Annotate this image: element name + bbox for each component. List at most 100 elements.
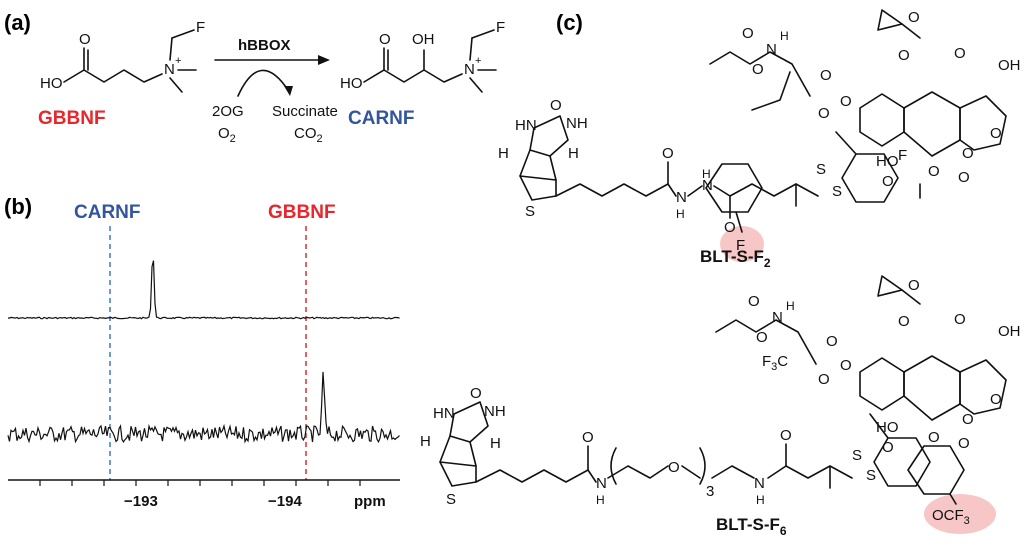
svg-text:HO: HO <box>340 75 363 92</box>
gbbnf-structure: HO O N + F <box>40 19 205 93</box>
top-fluorine: F <box>736 237 745 254</box>
svg-text:O: O <box>742 25 754 42</box>
svg-text:O: O <box>954 45 966 62</box>
carnf-structure: HO O OH N + F <box>340 19 505 93</box>
spectrum-label-carnf: CARNF <box>74 202 141 223</box>
svg-text:NH: NH <box>484 403 506 420</box>
svg-text:N: N <box>164 61 175 78</box>
svg-text:O: O <box>818 371 830 388</box>
ocf3-highlight <box>924 494 996 534</box>
svg-text:O2: O2 <box>218 125 236 145</box>
svg-text:F: F <box>898 147 907 164</box>
svg-text:S: S <box>816 161 826 178</box>
svg-text:O: O <box>898 313 910 330</box>
svg-text:O: O <box>962 145 974 162</box>
axis-unit-label: ppm <box>354 493 386 510</box>
svg-text:O: O <box>550 97 562 114</box>
svg-text:O: O <box>990 391 1002 408</box>
svg-text:O: O <box>748 293 760 310</box>
enzyme-label: hBBOX <box>238 37 291 54</box>
svg-text:HN: HN <box>433 405 455 422</box>
svg-text:OH: OH <box>998 323 1021 340</box>
svg-text:N: N <box>766 41 777 58</box>
svg-text:O: O <box>752 61 764 78</box>
tick-label: −194 <box>268 493 302 510</box>
svg-text:O: O <box>840 357 852 374</box>
svg-text:N: N <box>772 309 783 326</box>
svg-text:O: O <box>756 329 768 346</box>
cosubstrate-o2: O <box>218 125 230 142</box>
svg-text:OH: OH <box>412 31 435 48</box>
svg-text:H: H <box>780 29 789 43</box>
svg-text:O: O <box>882 439 894 456</box>
svg-text:O: O <box>882 173 894 190</box>
reaction-arrow: hBBOX 2OG O2 Succinate CO2 <box>212 37 338 145</box>
svg-text:O: O <box>990 125 1002 142</box>
svg-text:N: N <box>676 189 687 206</box>
svg-text:O: O <box>582 429 594 446</box>
svg-text:NH: NH <box>566 115 588 132</box>
ocf3-group: OCF3 <box>932 507 970 527</box>
blt-s-f2-structure: HN NH O H H S O N H N H O S S F O O O OH… <box>498 9 1021 254</box>
svg-text:O: O <box>826 333 838 350</box>
panel-label-a: (a) <box>4 10 31 35</box>
svg-text:O: O <box>954 311 966 328</box>
svg-text:O: O <box>820 67 832 84</box>
svg-text:F3C: F3C <box>762 353 788 373</box>
svg-text:HN: HN <box>515 117 537 134</box>
svg-text:O: O <box>724 219 736 236</box>
svg-text:O: O <box>958 169 970 186</box>
svg-text:CO2: CO2 <box>294 125 323 145</box>
spectrum-trace-bottom <box>7 371 400 444</box>
svg-text:S: S <box>832 183 842 200</box>
compound-label-bottom: BLT-S-F6 <box>716 515 787 538</box>
tick-label: −193 <box>124 493 158 510</box>
spectrum-axis: −193 −194 ppm <box>8 479 400 510</box>
svg-text:H: H <box>756 493 765 507</box>
svg-text:H: H <box>568 145 579 162</box>
svg-text:H: H <box>420 433 431 450</box>
fluorine-highlight <box>720 226 764 262</box>
svg-text:H: H <box>498 145 509 162</box>
svg-text:HO: HO <box>876 153 899 170</box>
svg-text:F: F <box>196 19 205 36</box>
svg-text:S: S <box>446 491 456 508</box>
compound-label-top: BLT-S-F2 <box>700 247 771 270</box>
svg-text:H: H <box>596 493 605 507</box>
panel-label-c: (c) <box>556 10 583 35</box>
peg-repeat-count: 3 <box>706 483 714 500</box>
svg-text:O: O <box>470 385 482 402</box>
svg-text:F: F <box>496 19 505 36</box>
product-label: CARNF <box>348 108 415 129</box>
svg-text:O: O <box>668 459 680 476</box>
coproduct-succinate: Succinate <box>272 103 338 120</box>
svg-text:HO: HO <box>876 419 899 436</box>
svg-text:O: O <box>840 93 852 110</box>
svg-text:N: N <box>754 475 765 492</box>
svg-text:S: S <box>852 447 862 464</box>
svg-text:O: O <box>928 163 940 180</box>
svg-text:S: S <box>525 203 535 220</box>
svg-text:O: O <box>79 31 91 48</box>
svg-text:HO: HO <box>40 75 63 92</box>
svg-text:H: H <box>786 299 795 313</box>
svg-text:H: H <box>676 207 685 221</box>
svg-text:H: H <box>490 435 501 452</box>
cosubstrate-2og: 2OG <box>212 103 244 120</box>
svg-text:+: + <box>475 55 481 67</box>
svg-text:O: O <box>379 31 391 48</box>
svg-text:H: H <box>702 167 711 181</box>
svg-text:S: S <box>866 467 876 484</box>
svg-text:+: + <box>175 55 181 67</box>
svg-text:O: O <box>908 277 920 294</box>
svg-text:O: O <box>962 411 974 428</box>
svg-text:OH: OH <box>998 57 1021 74</box>
svg-text:O: O <box>818 105 830 122</box>
spectrum-trace-top <box>7 260 400 320</box>
blt-s-f6-structure: HN NH O H H S O N H O 3 N H O S S O O <box>420 275 1021 527</box>
svg-text:O: O <box>958 435 970 452</box>
panel-label-b: (b) <box>4 194 32 219</box>
svg-text:O: O <box>662 145 674 162</box>
svg-text:O: O <box>898 47 910 64</box>
